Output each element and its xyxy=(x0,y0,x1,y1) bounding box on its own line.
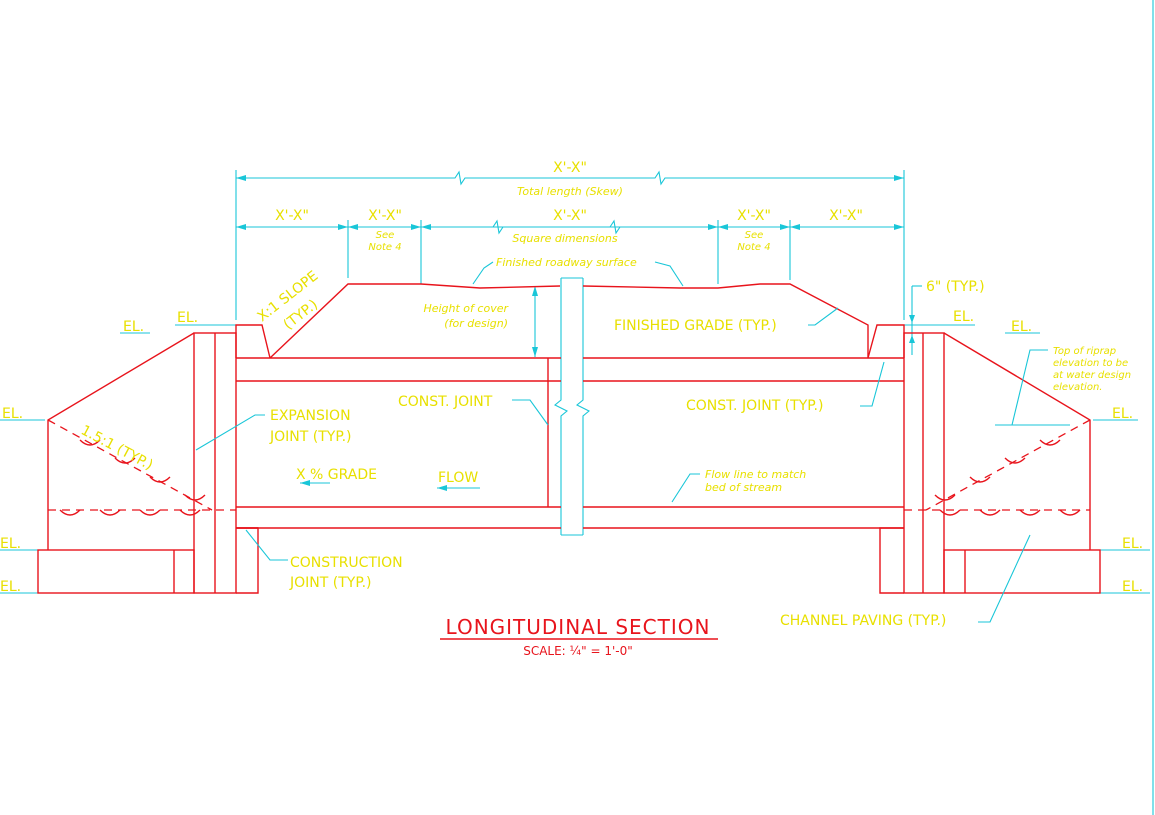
height-cover-label: Height of cover xyxy=(423,302,509,315)
expansion-joint-label-1: EXPANSION xyxy=(270,408,351,424)
el-label-7: EL. xyxy=(1011,319,1032,335)
riprap-note-1: Top of riprap xyxy=(1053,346,1116,357)
total-length-note: Total length (Skew) xyxy=(517,185,623,198)
see-note-left-1: See xyxy=(376,230,395,241)
section-title: LONGITUDINAL SECTION xyxy=(446,615,711,639)
el-label-5: EL. xyxy=(0,579,21,595)
el-label-10: EL. xyxy=(1122,579,1143,595)
el-label-8: EL. xyxy=(1112,406,1133,422)
callout-text: Finished roadway surface X:1 SLOPE (TYP.… xyxy=(0,256,1143,629)
channel-paving-label: CHANNEL PAVING (TYP.) xyxy=(780,613,946,629)
dim-seg-left: X'-X" xyxy=(275,208,309,224)
el-label-3: EL. xyxy=(2,406,23,422)
flow-line-note-2: bed of stream xyxy=(705,481,782,494)
el-label-1: EL. xyxy=(123,319,144,335)
structure xyxy=(37,283,1101,594)
el-label-4: EL. xyxy=(0,536,21,552)
grade-label: X % GRADE xyxy=(296,467,377,483)
scale-label: SCALE: ¼" = 1'-0" xyxy=(523,644,633,658)
riprap-note-3: at water design xyxy=(1053,370,1131,381)
dim-seg-right-mid: X'-X" xyxy=(737,208,771,224)
finished-roadway-label: Finished roadway surface xyxy=(496,256,637,269)
dim-seg-center: X'-X" xyxy=(553,208,587,224)
expansion-joint-label-2: JOINT (TYP.) xyxy=(269,429,352,445)
finished-grade-label: FINISHED GRADE (TYP.) xyxy=(614,318,777,334)
dim-seg-right: X'-X" xyxy=(829,208,863,224)
el-label-2: EL. xyxy=(177,310,198,326)
construction-joint-label-2: JOINT (TYP.) xyxy=(289,575,372,591)
riprap-note-2: elevation to be xyxy=(1053,358,1128,369)
construction-joint-label-1: CONSTRUCTION xyxy=(290,555,403,571)
six-inch-typ: 6" (TYP.) xyxy=(926,279,985,295)
square-dimensions-note: Square dimensions xyxy=(512,232,617,245)
flow-label: FLOW xyxy=(438,470,478,486)
total-length-label: X'-X" xyxy=(553,160,587,176)
el-label-9: EL. xyxy=(1122,536,1143,552)
see-note-left-2: Note 4 xyxy=(368,242,401,253)
const-joint-right-label: CONST. JOINT (TYP.) xyxy=(686,398,823,414)
el-label-6: EL. xyxy=(953,309,974,325)
riprap-note-4: elevation. xyxy=(1053,382,1102,393)
see-note-right-2: Note 4 xyxy=(737,242,770,253)
dimension-lines xyxy=(0,170,1150,594)
see-note-right-1: See xyxy=(745,230,764,241)
title-block: LONGITUDINAL SECTION SCALE: ¼" = 1'-0" xyxy=(440,615,718,658)
flow-line-note-1: Flow line to match xyxy=(705,468,806,481)
leader-lines xyxy=(195,261,1070,623)
dimension-text: X'-X" Total length (Skew) X'-X" X'-X" X'… xyxy=(275,160,984,295)
riprap-slope-label: 1.5:1 (TYP.) xyxy=(78,422,155,473)
const-joint-left-label: CONST. JOINT xyxy=(398,394,493,410)
dim-seg-left-mid: X'-X" xyxy=(368,208,402,224)
for-design-label: (for design) xyxy=(444,317,508,330)
